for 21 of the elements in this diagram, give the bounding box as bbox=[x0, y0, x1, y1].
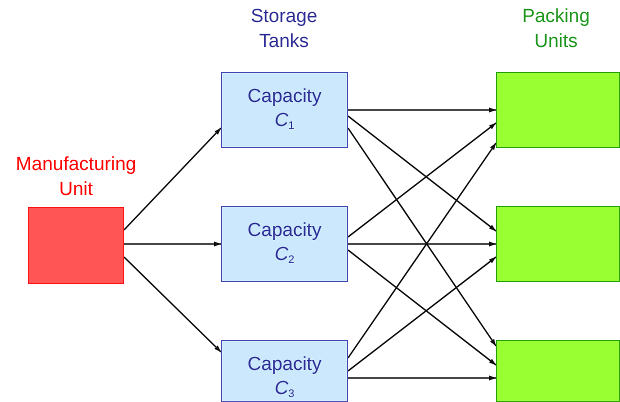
arrow bbox=[348, 108, 496, 112]
capacity-symbol: C$_{1}$ bbox=[274, 109, 294, 134]
arrow bbox=[123, 256, 222, 353]
arrow bbox=[123, 127, 222, 231]
storage-tank-box bbox=[221, 72, 348, 148]
arrow bbox=[348, 242, 496, 246]
packing-unit-box bbox=[496, 206, 620, 282]
node-label: Capacity bbox=[248, 219, 322, 243]
packing-unit-box bbox=[496, 340, 620, 402]
column-heading: Storage Tanks bbox=[250, 5, 318, 54]
storage-tank-box bbox=[221, 340, 348, 402]
storage-tank-box bbox=[221, 206, 348, 282]
column-heading: Packing Units bbox=[521, 5, 591, 54]
node-label: Capacity bbox=[248, 85, 322, 109]
arrow bbox=[124, 242, 221, 246]
arrow bbox=[348, 376, 496, 380]
packing-unit-box bbox=[496, 72, 620, 148]
capacity-symbol: C$_{2}$ bbox=[274, 243, 294, 268]
capacity-symbol: C$_{3}$ bbox=[274, 377, 294, 402]
node-label: Capacity bbox=[248, 353, 322, 377]
node-heading: Manufacturing Unit bbox=[14, 153, 138, 202]
